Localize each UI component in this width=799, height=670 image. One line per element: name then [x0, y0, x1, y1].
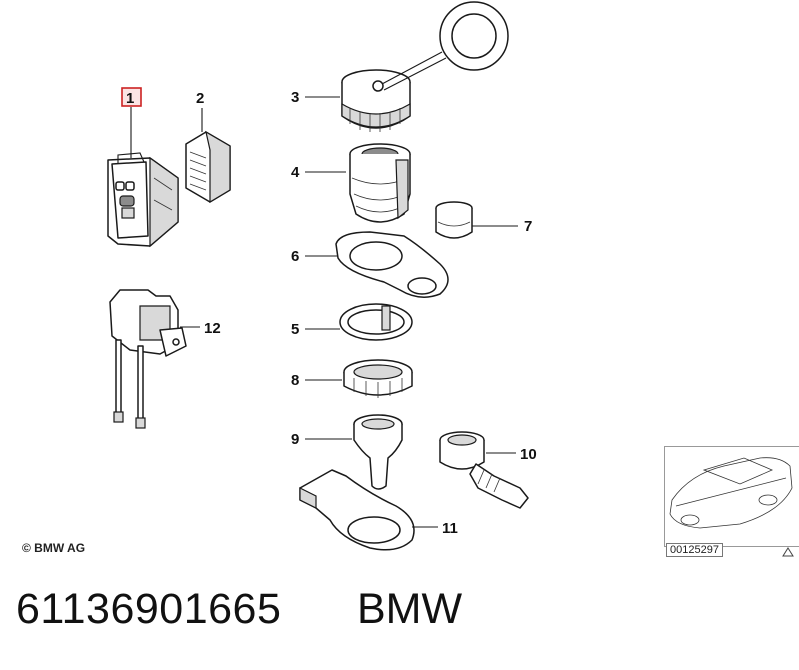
part-11-bracket: 11 [299, 469, 458, 551]
part-6-gasket: 6 [291, 231, 449, 298]
part-number: 61136901665 [16, 585, 282, 633]
part-7-bushing: 7 [435, 201, 532, 239]
callout-4: 4 [291, 164, 300, 181]
part-4-neck: 4 [291, 143, 411, 223]
part-10-hose: 10 [439, 431, 537, 509]
warning-triangle-icon [782, 547, 794, 557]
part-9-funnel: 9 [291, 414, 403, 490]
callout-10: 10 [520, 446, 537, 463]
callout-2: 2 [196, 90, 204, 107]
part-5-ring: 5 [291, 303, 413, 341]
callout-8: 8 [291, 372, 299, 389]
part-8-lockring: 8 [291, 359, 413, 398]
reference-id: 00125297 [666, 543, 723, 557]
callout-7: 7 [524, 218, 532, 235]
part-12-switch: 12 [109, 289, 221, 429]
callout-11: 11 [442, 520, 458, 537]
callout-1: 1 [126, 90, 134, 107]
callout-9: 9 [291, 431, 299, 448]
vehicle-thumbnail-frame [664, 446, 799, 547]
callout-6: 6 [291, 248, 299, 265]
vehicle-thumbnail-drawing [669, 457, 793, 529]
callout-5: 5 [291, 321, 299, 338]
part-2-connector: 2 [185, 90, 231, 204]
brand-name: BMW [357, 585, 463, 633]
callout-3: 3 [291, 89, 299, 106]
copyright-notice: © BMW AG [22, 541, 86, 555]
part-1-holder: 1 [107, 87, 179, 248]
callout-12: 12 [204, 320, 221, 337]
part-3-cap: 3 [291, 1, 509, 132]
